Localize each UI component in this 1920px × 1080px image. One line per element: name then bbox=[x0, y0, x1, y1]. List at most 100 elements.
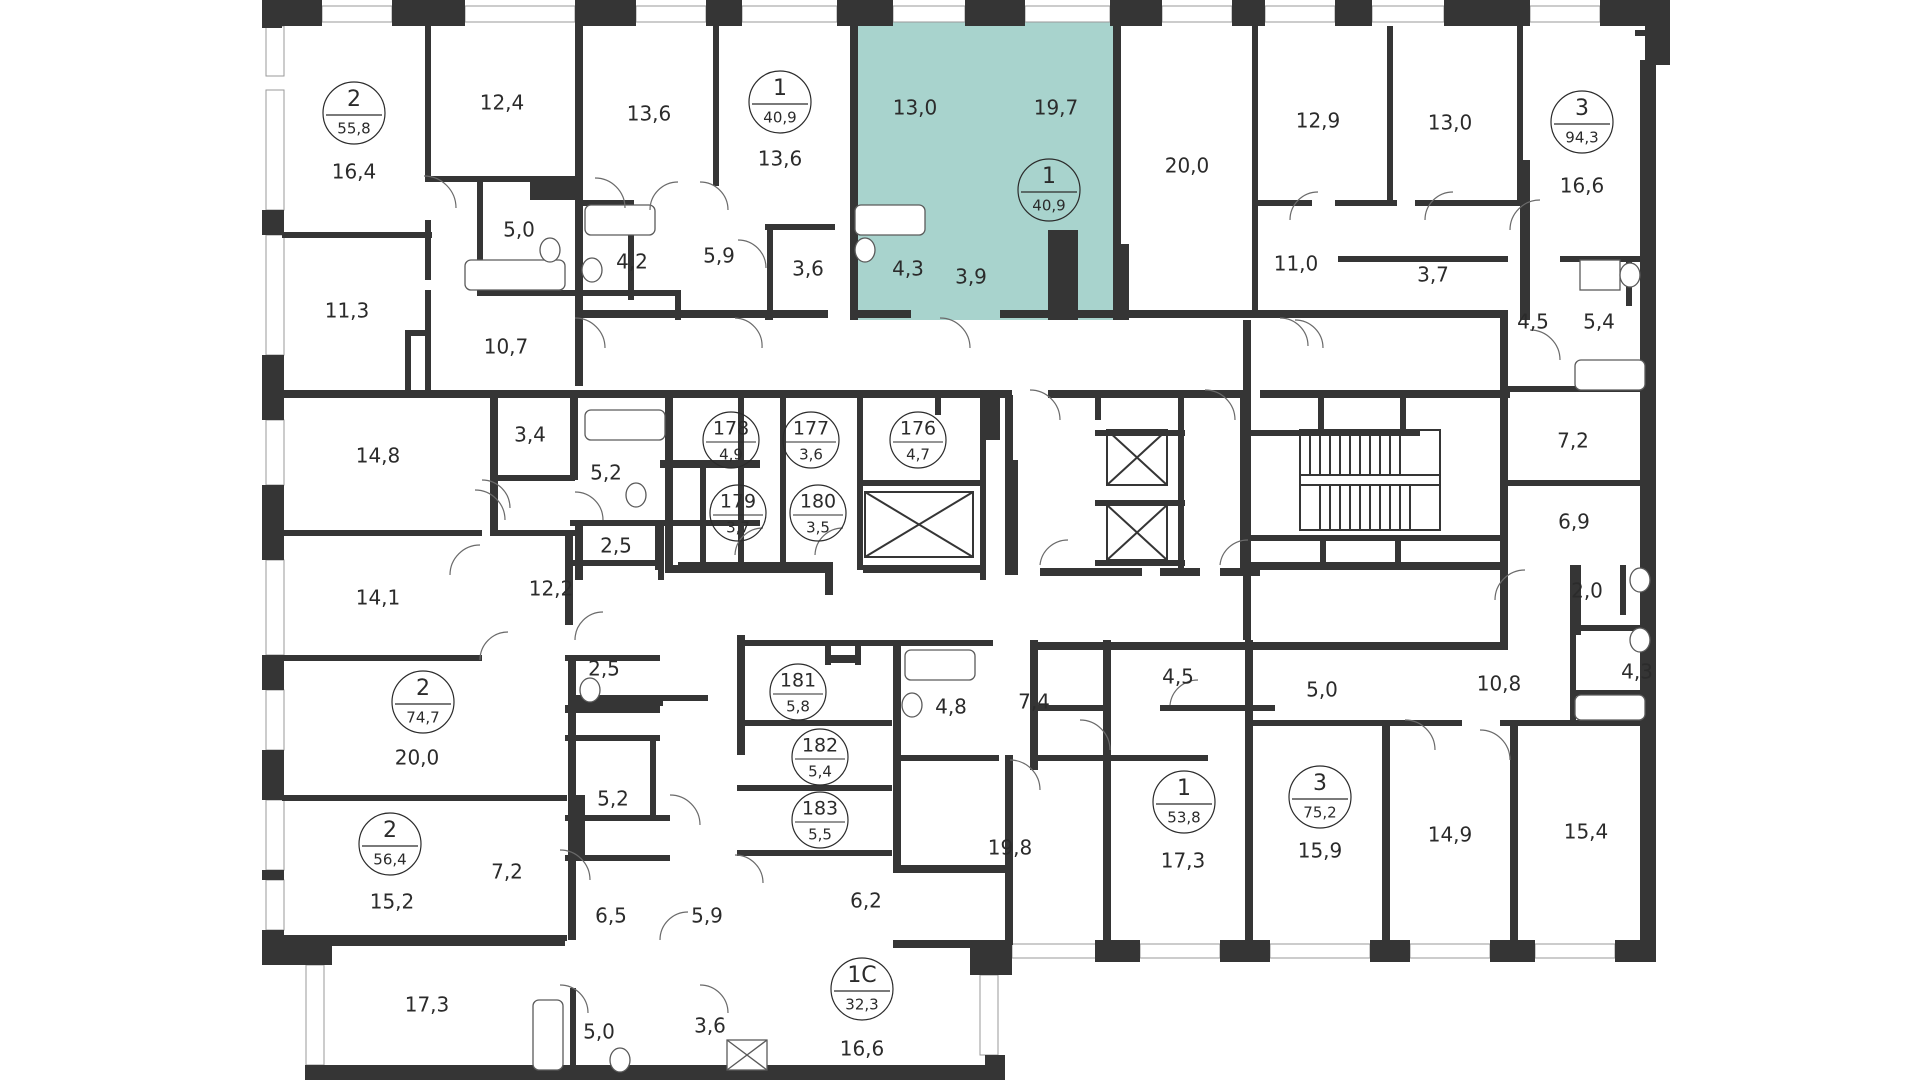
room-area: 5,0 bbox=[583, 1020, 615, 1044]
room-area: 15,4 bbox=[1564, 820, 1609, 844]
room-area: 12,2 bbox=[529, 577, 574, 601]
apartment-area: 40,9 bbox=[1032, 197, 1065, 215]
apartment-rooms: 1 bbox=[1042, 164, 1056, 189]
room-area: 7,2 bbox=[1557, 429, 1589, 453]
room-area: 17,3 bbox=[405, 993, 450, 1017]
room-area: 5,0 bbox=[1306, 678, 1338, 702]
room-area: 6,2 bbox=[850, 889, 882, 913]
storage-area: 4,7 bbox=[906, 446, 930, 464]
room-area: 19,7 bbox=[1034, 96, 1079, 120]
room-area: 5,4 bbox=[1583, 310, 1615, 334]
room-area: 3,4 bbox=[514, 423, 546, 447]
room-area: 16,6 bbox=[840, 1037, 885, 1061]
apartment-label-circle bbox=[1152, 770, 1216, 834]
room-area: 5,9 bbox=[691, 904, 723, 928]
storage-label-circle bbox=[889, 411, 947, 469]
apartment-rooms: 3 bbox=[1313, 771, 1327, 796]
room-area: 2,5 bbox=[588, 657, 620, 681]
room-area: 5,2 bbox=[590, 461, 622, 485]
storage-label-circle bbox=[709, 484, 767, 542]
storage-area: 5,5 bbox=[808, 826, 832, 844]
apartment-label-apt-d[interactable]: 394,3 bbox=[1550, 90, 1614, 154]
apartment-area: 53,8 bbox=[1167, 809, 1200, 827]
apartment-rooms: 1 bbox=[1177, 776, 1191, 801]
room-area: 14,1 bbox=[356, 586, 401, 610]
storage-label-circle bbox=[702, 411, 760, 469]
apartment-area: 40,9 bbox=[763, 109, 796, 127]
room-area: 3,9 bbox=[955, 265, 987, 289]
room-area: 4,3 bbox=[1621, 660, 1653, 684]
room-area: 5,9 bbox=[703, 244, 735, 268]
apartment-rooms: 3 bbox=[1575, 96, 1589, 121]
storage-number: 176 bbox=[900, 418, 936, 440]
storage-label-circle bbox=[769, 663, 827, 721]
apartment-label-apt-e[interactable]: 274,7 bbox=[391, 670, 455, 734]
room-area: 4,5 bbox=[1517, 310, 1549, 334]
room-area: 15,2 bbox=[370, 890, 415, 914]
storage-area: 4,9 bbox=[719, 446, 743, 464]
room-area: 4,8 bbox=[935, 695, 967, 719]
apartment-label-apt-f[interactable]: 256,4 bbox=[358, 812, 422, 876]
apartment-label-apt-a[interactable]: 255,8 bbox=[322, 81, 386, 145]
storage-number: 179 bbox=[720, 491, 756, 513]
apartment-area: 75,2 bbox=[1303, 804, 1336, 822]
apartment-rooms: 2 bbox=[383, 818, 397, 843]
apartment-area: 32,3 bbox=[845, 996, 878, 1014]
apartment-area: 55,8 bbox=[337, 120, 370, 138]
room-area: 15,9 bbox=[1298, 839, 1343, 863]
interior-walls bbox=[282, 17, 1650, 1068]
apartment-label-circle bbox=[830, 957, 894, 1021]
apartment-label-circle bbox=[391, 670, 455, 734]
room-area: 10,7 bbox=[484, 335, 529, 359]
storage-label-circle bbox=[789, 484, 847, 542]
room-area: 3,6 bbox=[694, 1014, 726, 1038]
apartment-rooms: 2 bbox=[347, 87, 361, 112]
storage-number: 182 bbox=[802, 735, 838, 757]
storage-label-circle bbox=[782, 411, 840, 469]
storage-labels: 1784,91773,61764,71793,71803,51815,81825… bbox=[702, 411, 947, 849]
room-area: 14,9 bbox=[1428, 823, 1473, 847]
room-area: 13,6 bbox=[627, 102, 672, 126]
room-area: 7,4 bbox=[1018, 690, 1050, 714]
room-area: 3,7 bbox=[1417, 263, 1449, 287]
room-area: 16,6 bbox=[1560, 174, 1605, 198]
apartment-label-apt-h[interactable]: 153,8 bbox=[1152, 770, 1216, 834]
apartment-label-circle bbox=[1017, 158, 1081, 222]
room-area: 13,6 bbox=[758, 147, 803, 171]
apartment-label-apt-i[interactable]: 375,2 bbox=[1288, 765, 1352, 829]
room-area: 13,0 bbox=[1428, 111, 1473, 135]
storage-area: 5,4 bbox=[808, 763, 832, 781]
room-area: 20,0 bbox=[395, 746, 440, 770]
door-swings bbox=[423, 175, 1561, 1014]
storage-label-circle bbox=[791, 728, 849, 786]
room-area: 7,2 bbox=[491, 860, 523, 884]
room-area: 20,0 bbox=[1165, 154, 1210, 178]
apartment-area: 74,7 bbox=[406, 709, 439, 727]
room-area: 6,5 bbox=[595, 904, 627, 928]
room-area: 10,8 bbox=[1477, 672, 1522, 696]
room-area: 16,4 bbox=[332, 160, 377, 184]
storage-number: 180 bbox=[800, 491, 836, 513]
staircase bbox=[1299, 429, 1441, 531]
room-area: 19,8 bbox=[988, 836, 1033, 860]
room-area: 2,0 bbox=[1571, 579, 1603, 603]
storage-number: 183 bbox=[802, 798, 838, 820]
storage-label-circle bbox=[791, 791, 849, 849]
apartment-rooms: 2 bbox=[416, 676, 430, 701]
apartment-area: 94,3 bbox=[1565, 129, 1598, 147]
room-area: 4,3 bbox=[892, 257, 924, 281]
storage-area: 3,5 bbox=[806, 519, 830, 537]
apartment-label-apt-b[interactable]: 140,9 bbox=[748, 70, 812, 134]
apartment-label-apt-c[interactable]: 140,9 bbox=[1017, 158, 1081, 222]
